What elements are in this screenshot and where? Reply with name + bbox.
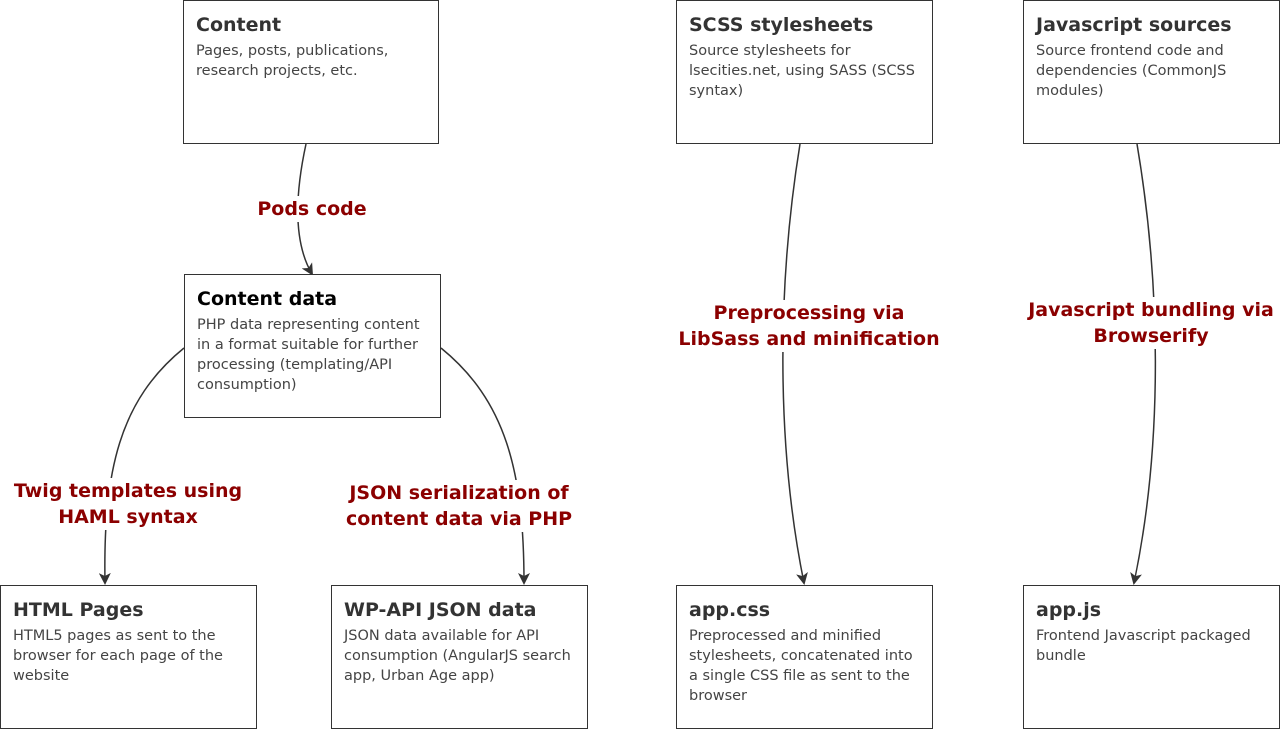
edge-label-pods-line1: Pods code: [257, 198, 367, 220]
edge-label-json-line2: content data via PHP: [345, 508, 573, 530]
appcss-node-desc: Preprocessed and minified stylesheets, c…: [689, 628, 913, 704]
edge-label-browserify: Javascript bundling via Browserify: [1024, 297, 1278, 349]
content-node-title: Content: [196, 14, 282, 36]
scss-node-title: SCSS stylesheets: [689, 14, 874, 36]
content-node-desc: Pages, posts, publications, research pro…: [196, 43, 389, 79]
edge-content-data-to-html-pages: [98, 347, 185, 585]
appcss-node-title: app.css: [689, 599, 771, 621]
edge-label-sass: Preprocessing via LibSass and minificati…: [669, 300, 949, 352]
html-pages-node-desc: HTML5 pages as sent to the browser for e…: [13, 628, 223, 684]
content-data-node-desc: PHP data representing content in a forma…: [197, 317, 420, 393]
scss-node-desc: Source stylesheets for lsecities.net, us…: [689, 43, 915, 99]
html-pages-node: HTML Pages HTML5 pages as sent to the br…: [0, 585, 257, 729]
edge-label-twig-line2: HAML syntax: [58, 506, 198, 528]
html-pages-node-title: HTML Pages: [13, 599, 144, 621]
edge-label-twig-line1: Twig templates using: [13, 480, 243, 502]
edge-label-pods: Pods code: [242, 196, 382, 222]
wpapi-json-node-desc: JSON data available for API consumption …: [344, 628, 571, 684]
js-sources-node-desc: Source frontend code and dependencies (C…: [1036, 43, 1227, 99]
appjs-node-desc: Frontend Javascript packaged bundle: [1036, 628, 1251, 664]
edge-scss-to-appcss: [782, 143, 808, 585]
edge-label-json: JSON serialization of content data via P…: [339, 480, 579, 532]
edge-label-json-line1: JSON serialization of: [349, 482, 569, 504]
edge-label-sass-line1: Preprocessing via: [713, 302, 905, 324]
js-sources-node: Javascript sources Source frontend code …: [1023, 0, 1280, 144]
edge-content-data-to-wpapi-json: [440, 347, 530, 585]
js-sources-node-title: Javascript sources: [1036, 14, 1232, 36]
appcss-node: app.css Preprocessed and minified styles…: [676, 585, 933, 729]
scss-node: SCSS stylesheets Source stylesheets for …: [676, 0, 933, 144]
wpapi-json-node: WP-API JSON data JSON data available for…: [331, 585, 588, 729]
edge-label-sass-line2: LibSass and minification: [678, 328, 940, 350]
appjs-node: app.js Frontend Javascript packaged bund…: [1023, 585, 1280, 729]
content-data-node-title: Content data: [197, 288, 338, 310]
content-node: Content Pages, posts, publications, rese…: [183, 0, 439, 144]
edge-label-twig: Twig templates using HAML syntax: [8, 478, 248, 530]
edge-label-browserify-line2: Browserify: [1093, 325, 1209, 347]
content-data-node: Content data PHP data representing conte…: [184, 274, 441, 418]
wpapi-json-node-title: WP-API JSON data: [344, 599, 537, 621]
appjs-node-title: app.js: [1036, 599, 1102, 621]
edge-label-browserify-line1: Javascript bundling via: [1028, 299, 1274, 321]
edge-js-sources-to-appjs: [1130, 143, 1157, 585]
